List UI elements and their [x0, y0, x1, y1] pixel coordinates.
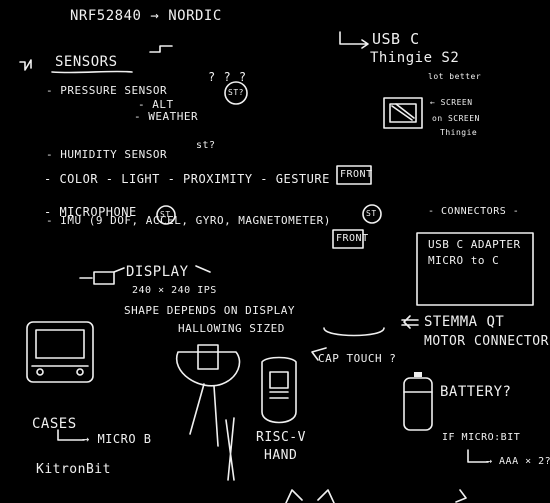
hallowing-screen	[197, 344, 219, 370]
display-shape: SHAPE DEPENDS ON DISPLAY	[124, 304, 295, 317]
hallowing-sticks	[189, 383, 235, 481]
color-sensor: - COLOR - LIGHT - PROXIMITY - GESTURE	[44, 172, 330, 186]
front-box-2	[332, 229, 364, 249]
pressure-weather: - WEATHER	[134, 110, 199, 123]
question-marks: ? ? ?	[208, 70, 247, 84]
captouch-arrow	[311, 347, 327, 361]
device-button-1	[36, 368, 44, 376]
hand-outline	[261, 356, 297, 424]
st-label-mic: ST	[160, 210, 171, 219]
humidity-tag: st?	[196, 140, 216, 151]
pressure-sensor: - PRESSURE SENSOR	[46, 84, 168, 97]
motor-connector: MOTOR CONNECTOR	[424, 334, 549, 349]
front-label-2: FRONT	[336, 233, 369, 244]
if-microbit: IF MICRO:BIT	[442, 432, 521, 443]
st-tag-pressure: ST?	[228, 88, 244, 97]
device-left-body	[26, 321, 94, 383]
connector-usb: USB C ADAPTER	[428, 238, 521, 251]
microbit-arrow	[467, 449, 489, 463]
riscv-line1: RISC-V	[256, 430, 306, 445]
connector-micro: MICRO to C	[428, 254, 500, 267]
screen-note-2: on SCREEN	[432, 114, 480, 123]
pressure-alt: - ALT	[138, 98, 174, 111]
display-res: 240 × 240 IPS	[132, 285, 217, 296]
display-heading: DISPLAY	[126, 264, 189, 280]
front-label-1: FRONT	[340, 169, 373, 180]
display-dash	[195, 265, 211, 273]
st-circle-mic	[156, 205, 176, 225]
screen-note-1: ← SCREEN	[430, 98, 473, 107]
battery-terminal	[414, 372, 422, 377]
usb-note: lot better	[428, 72, 482, 81]
microphone: - MICROPHONE	[44, 205, 137, 219]
aaa-batteries: → AAA × 2?	[486, 456, 550, 467]
screen-board-hatch	[391, 103, 415, 121]
battery-body	[403, 377, 433, 431]
captouch: CAP TOUCH ?	[318, 352, 397, 365]
imu: - IMU (9 DOF, ACCEL, GYRO, MAGNETOMETER)	[46, 214, 331, 227]
sensors-heading: SENSORS	[55, 54, 118, 70]
captouch-curve	[323, 327, 385, 337]
title-text: NRF52840 → NORDIC	[70, 8, 222, 24]
screen-board-inner	[389, 103, 417, 123]
device-left-screen	[35, 329, 85, 359]
hand-lines	[269, 391, 289, 399]
stemma-arrow	[401, 315, 419, 329]
humidity-sensor: - HUMIDITY SENSOR	[46, 148, 168, 161]
display-halloween: HALLOWING SIZED	[178, 322, 285, 335]
screen-board-sketch	[383, 97, 423, 129]
cases-label: CASES	[32, 416, 77, 432]
usb-board: Thingie S2	[370, 50, 460, 66]
st-circle-pressure	[224, 81, 248, 105]
cases-arrow	[57, 429, 85, 441]
display-icon-leads	[79, 267, 125, 279]
cat-ears	[285, 489, 335, 503]
usb-arrow	[339, 31, 369, 49]
hallowing-shape	[175, 351, 241, 387]
sensors-underline	[51, 70, 133, 74]
device-button-2	[76, 368, 84, 376]
connectors-heading: - CONNECTORS -	[428, 206, 520, 217]
hand-chip	[269, 371, 289, 389]
screen-note-3: Thingie	[440, 128, 478, 137]
connector-box	[416, 232, 534, 306]
front-box-1	[336, 165, 372, 185]
usb-heading: USB C	[372, 30, 420, 48]
sensors-wire-icon	[149, 45, 173, 53]
sensors-squiggle	[19, 59, 32, 71]
cases-microb: → MICRO B	[82, 432, 152, 446]
st-label-imu: ST	[366, 209, 377, 218]
display-icon	[93, 271, 115, 285]
st-circle-imu	[362, 204, 382, 224]
battery-label: BATTERY?	[440, 384, 512, 400]
riscv-line2: HAND	[264, 448, 298, 463]
stemma-qt: STEMMA QT	[424, 314, 505, 330]
bottom-right-mark	[455, 489, 467, 503]
cases-kitronik: KitronBit	[36, 462, 111, 477]
